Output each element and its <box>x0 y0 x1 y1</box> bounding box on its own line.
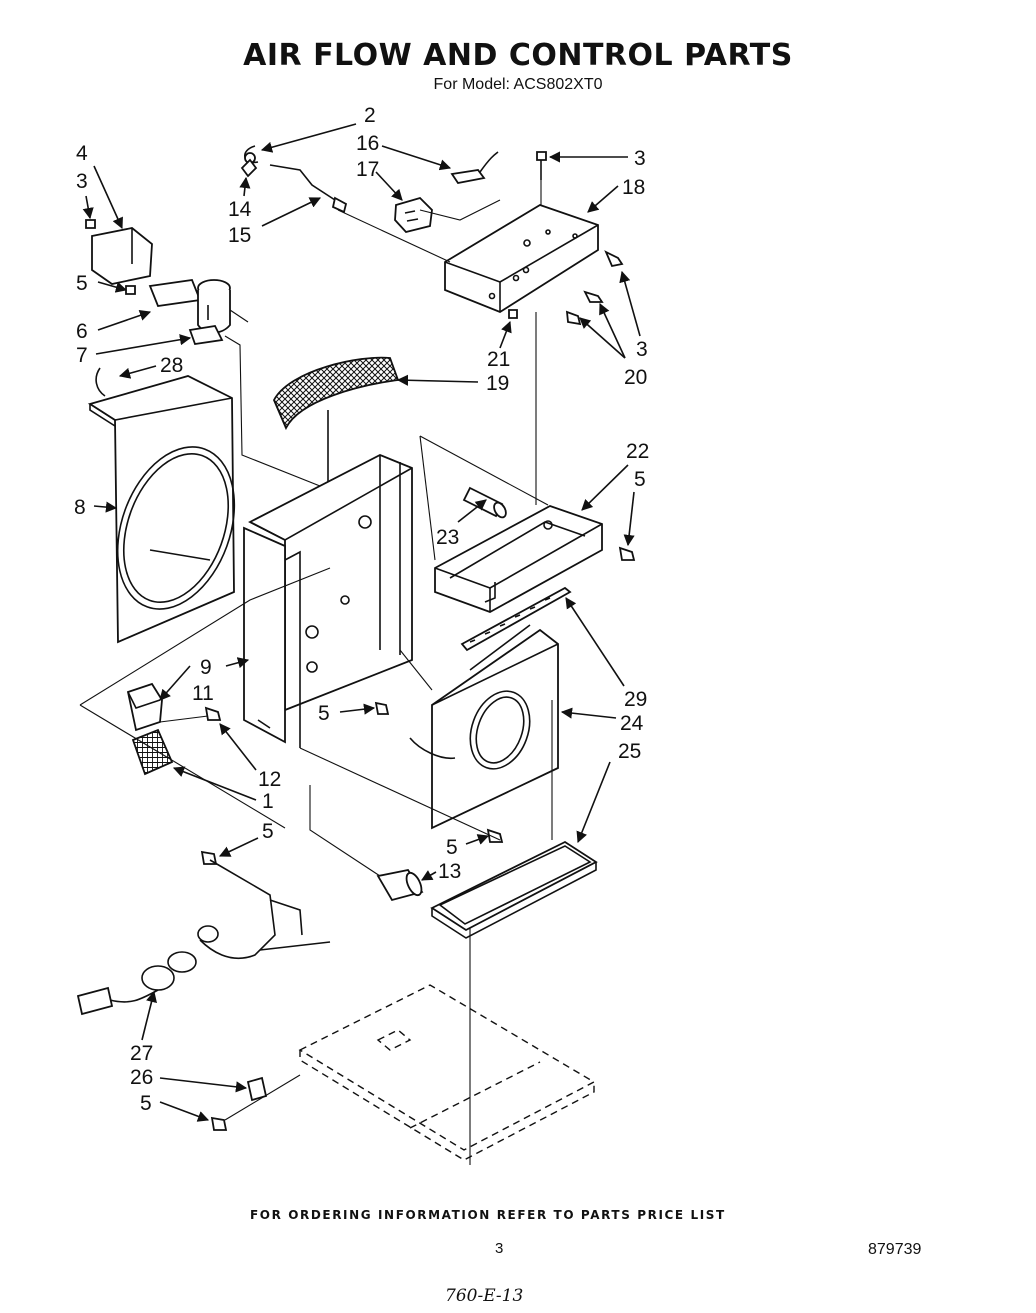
callout-11: 11 <box>192 682 214 705</box>
screws-right-of-bracket <box>508 250 624 326</box>
callout-labels: 2 16 17 3 18 4 3 14 15 5 6 7 21 3 20 28 … <box>74 104 649 1115</box>
callout-5-lower-left: 5 <box>262 820 274 843</box>
callout-14: 14 <box>228 198 252 221</box>
callout-7: 7 <box>76 344 88 367</box>
motor-mount-bracket <box>85 219 153 295</box>
screw-right <box>618 546 636 561</box>
callout-5-bottom: 5 <box>140 1092 152 1115</box>
callout-3-right: 3 <box>636 338 648 361</box>
callout-15: 15 <box>228 224 251 247</box>
leader-arrows <box>82 123 641 1122</box>
motor-cord-lines <box>224 309 331 491</box>
duct-13 <box>376 868 424 902</box>
callout-5-motor: 5 <box>76 272 88 295</box>
callout-17: 17 <box>356 158 379 181</box>
document-code: 879739 <box>868 1241 922 1258</box>
drain-pan <box>430 840 598 939</box>
ordering-info: FOR ORDERING INFORMATION REFER TO PARTS … <box>250 1208 726 1222</box>
capacitor <box>462 486 507 519</box>
callout-9: 9 <box>200 656 212 679</box>
grille-1 <box>131 728 174 776</box>
callout-16: 16 <box>356 132 379 155</box>
callout-8: 8 <box>74 496 86 519</box>
model-line: For Model: ACS802XT0 <box>433 76 603 93</box>
page-title: AIR FLOW AND CONTROL PARTS <box>243 38 793 73</box>
thermostat-bulb <box>244 145 348 214</box>
switch-knob <box>450 151 499 184</box>
callout-28: 28 <box>160 354 183 377</box>
callout-19: 19 <box>486 372 509 395</box>
handwritten-note: 760-E-13 <box>445 1286 524 1306</box>
partition-panel <box>409 624 559 830</box>
main-frame <box>243 454 413 748</box>
rotary-switch <box>394 196 433 234</box>
screw-12 <box>204 706 222 721</box>
callout-26: 26 <box>130 1066 153 1089</box>
callout-29: 29 <box>624 688 647 711</box>
bracket-11 <box>126 682 163 732</box>
callout-1: 1 <box>262 790 274 813</box>
callout-18: 18 <box>622 176 645 199</box>
blower-housing <box>87 367 236 644</box>
callout-5-lower-mid: 5 <box>446 836 458 859</box>
thermostat-knob-spring <box>240 158 258 178</box>
callout-5-frame: 5 <box>318 702 330 725</box>
base-pan <box>298 984 596 1161</box>
page-number: 3 <box>495 1240 504 1257</box>
callout-12: 12 <box>258 768 281 791</box>
callout-24: 24 <box>620 712 644 735</box>
callout-27: 27 <box>130 1042 153 1065</box>
strip-29 <box>460 586 572 652</box>
control-panel-bracket <box>444 204 599 314</box>
callout-4: 4 <box>76 142 88 165</box>
callout-21: 21 <box>487 348 510 371</box>
callout-25: 25 <box>618 740 641 763</box>
callout-5-control: 5 <box>634 468 646 491</box>
callout-2: 2 <box>364 104 376 127</box>
callout-3-top: 3 <box>634 147 646 170</box>
callout-20: 20 <box>624 366 647 389</box>
callout-13: 13 <box>438 860 461 883</box>
assembly-lines <box>79 180 553 1165</box>
callout-22: 22 <box>626 440 649 463</box>
fan-motor <box>148 279 231 345</box>
callout-3-left: 3 <box>76 170 88 193</box>
screw-top <box>536 151 547 180</box>
callout-6: 6 <box>76 320 88 343</box>
screw-9-side <box>374 701 390 715</box>
power-cord <box>76 859 331 1016</box>
callout-23: 23 <box>436 526 459 549</box>
control-box <box>434 505 603 613</box>
